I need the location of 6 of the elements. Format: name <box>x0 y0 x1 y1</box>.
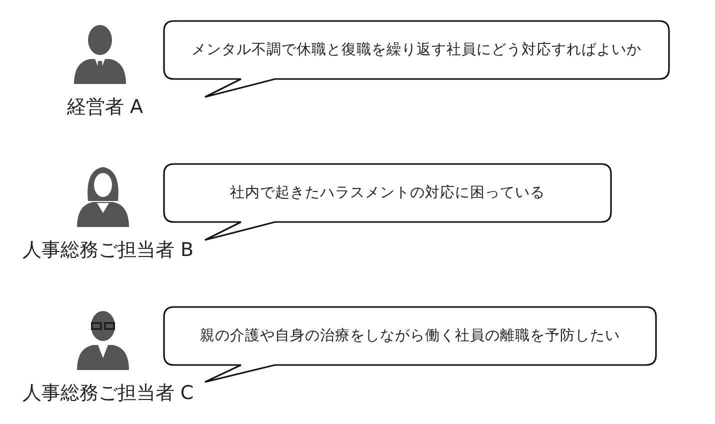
person-name: 人事総務ご担当者 C <box>22 381 194 406</box>
person-name: 経営者 A <box>66 95 144 120</box>
speech-text: 社内で起きたハラスメントの対応に困っている <box>230 184 545 202</box>
person-name: 人事総務ご担当者 B <box>22 238 194 263</box>
speech-text: メンタル不調で休職と復職を繰り返す社員にどう対応すればよいか <box>192 40 642 59</box>
speech-text: 親の介護や自身の治療をしながら働く社員の離職を予防したい <box>200 326 620 345</box>
